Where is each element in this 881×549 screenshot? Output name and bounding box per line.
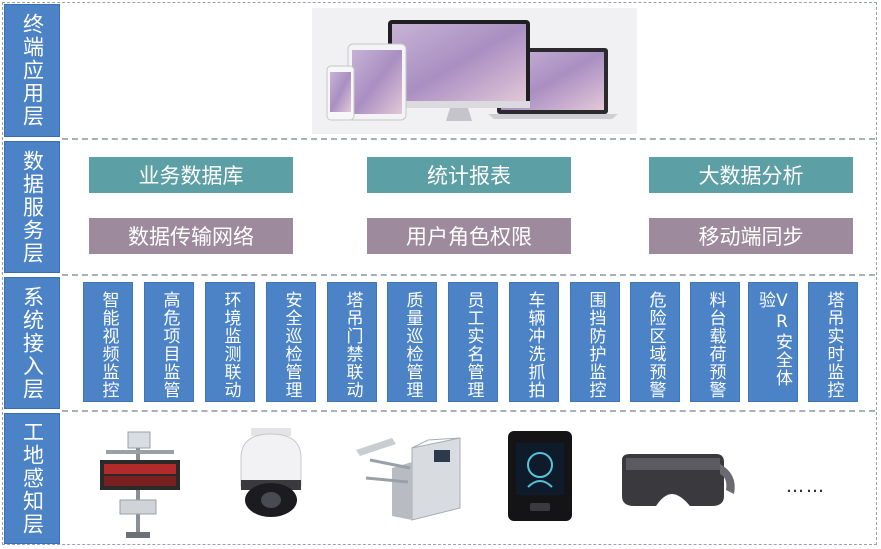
service-mobile-sync: 移动端同步 [649,218,853,254]
service-statistics-report: 统计报表 [367,157,571,193]
module-video-monitoring: 智能视频监控 [83,282,133,402]
layer-separator [62,410,875,412]
face-recognition-terminal-icon [508,431,572,521]
dome-camera-icon [240,428,302,517]
layer-separator [62,274,875,276]
module-crane-access-control: 塔吊门禁联动 [327,282,377,402]
environment-monitor-icon [100,431,180,538]
module-vehicle-wash-capture: 车辆冲洗抓拍 [509,282,559,402]
module-label: VR安全体验 [755,291,792,387]
module-label: 高危项目监管 [159,291,180,399]
module-environment-monitoring: 环境监测联动 [205,282,255,402]
module-crane-realtime-monitoring: 塔吊实时监控 [808,282,858,402]
module-label: 料台载荷预警 [705,291,726,399]
layer-name: 数据服务层 [20,149,45,265]
layer-name: 工地感知层 [20,421,45,536]
service-user-permissions: 用户角色权限 [367,218,571,254]
layer-name: 系统接入层 [20,285,45,401]
service-data-network: 数据传输网络 [89,218,293,254]
terminal-devices-image [312,8,637,134]
module-label: 安全巡检管理 [281,291,302,399]
module-quality-inspection: 质量巡检管理 [387,282,437,402]
layer-separator [62,138,875,140]
turnstile-gate-icon [356,437,461,521]
module-label: 环境监测联动 [220,291,241,399]
module-label: 员工实名管理 [463,291,484,399]
module-platform-load-warning: 料台载荷预警 [690,282,740,402]
module-label: 围挡防护监控 [585,291,606,399]
module-safety-inspection: 安全巡检管理 [266,282,316,402]
vr-headset-icon [622,454,735,506]
module-label: 智能视频监控 [98,291,119,399]
module-label: 质量巡检管理 [402,291,423,399]
layer-label-site-sensing: 工地感知层 [4,413,60,544]
module-high-risk-supervision: 高危项目监管 [144,282,194,402]
layer-label-system-access: 系统接入层 [4,277,60,409]
module-label: 塔吊门禁联动 [342,291,363,399]
layer-label-terminal: 终端应用层 [4,4,60,137]
layer-label-data-service: 数据服务层 [4,141,60,273]
layer-name: 终端应用层 [20,13,45,128]
module-vr-safety-experience: VR安全体验 [748,282,798,402]
service-business-database: 业务数据库 [89,157,293,193]
more-devices-ellipsis: …… [786,476,826,497]
module-staff-real-name: 员工实名管理 [448,282,498,402]
module-label: 车辆冲洗抓拍 [524,291,545,399]
module-label: 塔吊实时监控 [823,291,844,399]
module-label: 危险区域预警 [645,291,666,399]
service-big-data-analysis: 大数据分析 [649,157,853,193]
module-danger-zone-warning: 危险区域预警 [630,282,680,402]
devices-illustration-icon [326,20,618,121]
module-fence-protection: 围挡防护监控 [570,282,620,402]
